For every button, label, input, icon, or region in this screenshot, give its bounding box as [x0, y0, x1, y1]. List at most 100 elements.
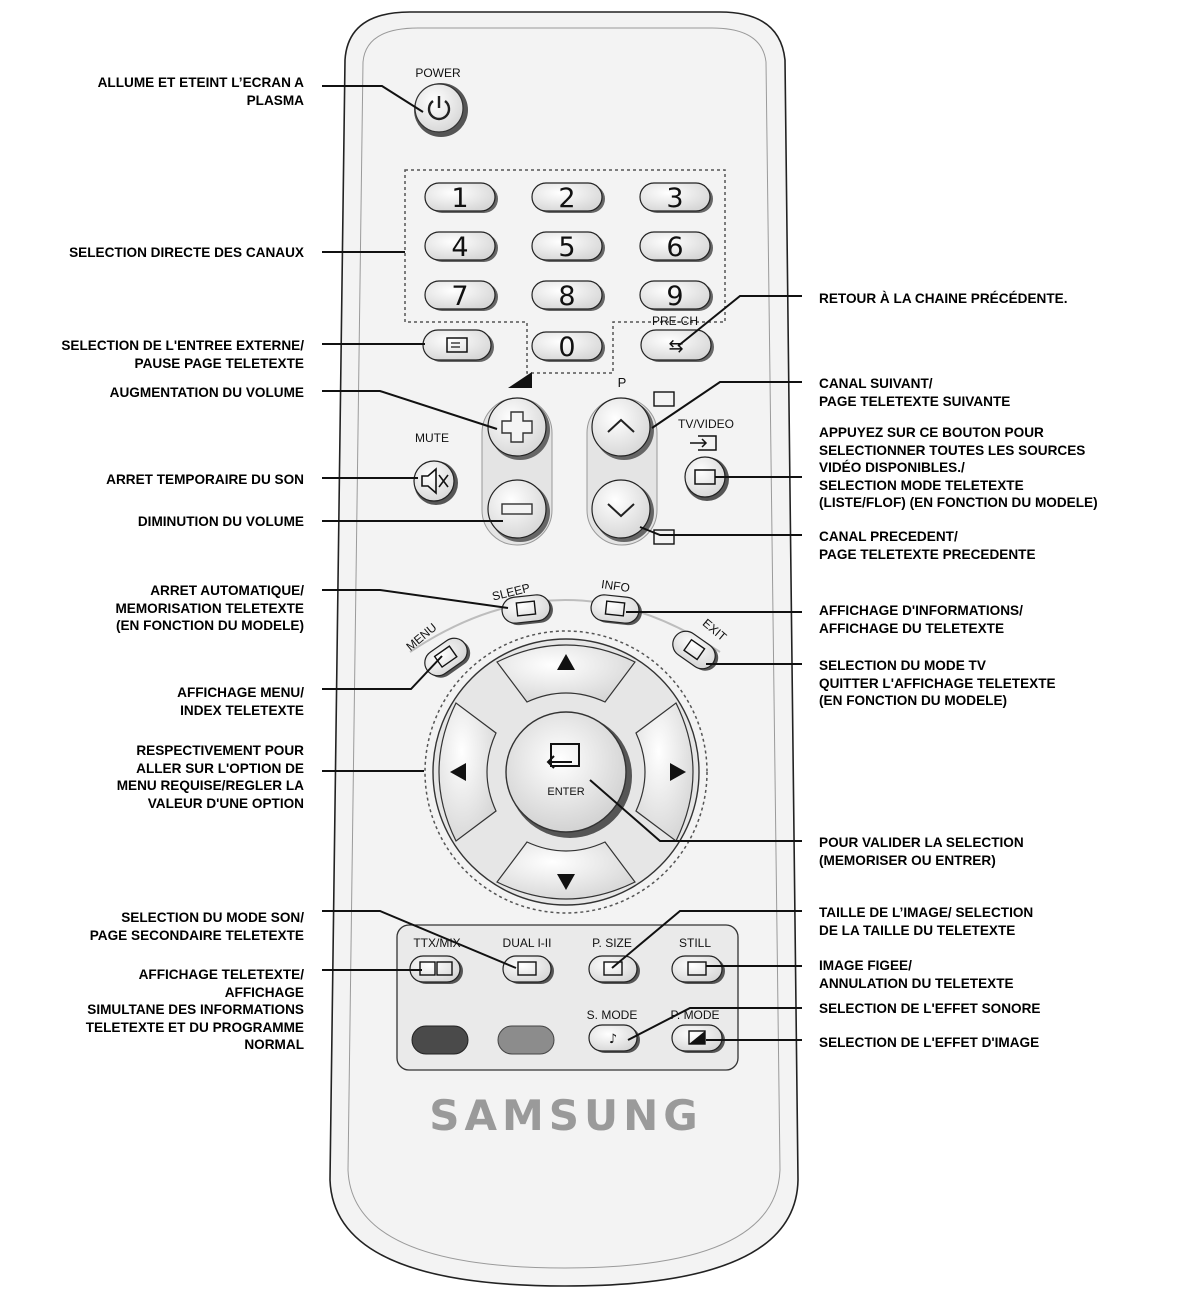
number-key-label: 5	[558, 232, 575, 263]
source-icon	[446, 337, 468, 353]
dualhi-button[interactable]	[502, 955, 554, 984]
prech-label: PRE-CH	[652, 314, 698, 328]
leader-line-3	[322, 390, 498, 430]
tvvideo-button[interactable]	[684, 456, 729, 501]
label-enter: POUR VALIDER LA SELECTION (MEMORISER OU …	[819, 835, 1024, 868]
number-key-7[interactable]: 7	[424, 280, 498, 312]
label-channel-down: CANAL PRECEDENT/ PAGE TELETEXTE PRECEDEN…	[819, 529, 1036, 562]
number-key-label: 8	[558, 281, 575, 312]
label-direct-channel: SELECTION DIRECTE DES CANAUX	[69, 245, 304, 260]
leader-line-18	[611, 910, 802, 969]
sound-effect-icon: ♪	[609, 1032, 617, 1047]
arrow-left-icon	[450, 763, 466, 781]
source-button[interactable]	[422, 329, 494, 362]
arrow-up-icon	[557, 654, 575, 670]
label-menu: AFFICHAGE MENU/ INDEX TELETEXTE	[177, 685, 304, 718]
psize-label: P. SIZE	[592, 936, 632, 950]
info-label: INFO	[600, 577, 630, 595]
number-key-label: 9	[666, 281, 683, 312]
number-keys: 1 2 3 4 5 6 7 8 9 0	[424, 182, 713, 363]
number-key-8[interactable]: 8	[531, 280, 605, 312]
subpage-icon	[517, 961, 537, 976]
sleep-button[interactable]	[501, 594, 554, 627]
mute-icon	[421, 467, 437, 495]
number-key-0[interactable]: 0	[531, 331, 605, 363]
power-label: POWER	[415, 66, 461, 80]
number-key-3[interactable]: 3	[639, 182, 713, 214]
label-external-input: SELECTION DE L'ENTREE EXTERNE/ PAUSE PAG…	[61, 338, 304, 371]
channel-up-button[interactable]	[591, 397, 654, 460]
number-key-label: 7	[451, 281, 468, 312]
plus-icon	[501, 411, 533, 443]
info-button[interactable]	[590, 594, 643, 627]
dpad-down-button[interactable]	[496, 841, 636, 900]
prech-button[interactable]: ⇆	[640, 329, 714, 362]
label-picture-effect: SELECTION DE L'EFFET D'IMAGE	[819, 1035, 1040, 1050]
smode-label: S. MODE	[587, 1008, 638, 1022]
prech-icon: ⇆	[668, 336, 683, 357]
number-key-label: 2	[558, 183, 575, 214]
minus-icon	[501, 503, 533, 515]
enter-icon	[546, 743, 580, 769]
exit-button[interactable]	[668, 626, 724, 676]
psize-button[interactable]	[588, 955, 640, 984]
number-key-9[interactable]: 9	[639, 280, 713, 312]
dpad-dotted-ring	[424, 630, 708, 914]
number-key-1[interactable]: 1	[424, 182, 498, 214]
bottom-panel	[396, 924, 739, 1071]
still-label: STILL	[679, 936, 711, 950]
number-key-label: 3	[666, 183, 683, 214]
leader-line-12	[651, 381, 802, 429]
p-label: P	[618, 375, 627, 390]
label-sound-mode: SELECTION DU MODE SON/ PAGE SECONDAIRE T…	[89, 910, 304, 943]
number-key-6[interactable]: 6	[639, 231, 713, 263]
label-mute: ARRET TEMPORAIRE DU SON	[106, 472, 304, 487]
leader-line-7	[322, 655, 443, 690]
label-volume-up: AUGMENTATION DU VOLUME	[109, 385, 304, 400]
menu-button[interactable]	[420, 633, 476, 683]
page-down-icon	[653, 529, 675, 545]
leader-line-0	[322, 85, 424, 113]
info-icon	[604, 600, 626, 617]
leader-line-20	[627, 1007, 802, 1041]
tvvideo-label: TV/VIDEO	[678, 417, 734, 431]
enter-button[interactable]: ENTER	[505, 711, 632, 838]
leader-line-14	[639, 526, 802, 536]
number-key-2[interactable]: 2	[531, 182, 605, 214]
leader-line-11	[677, 295, 802, 347]
label-channel-up: CANAL SUIVANT/ PAGE TELETEXTE SUIVANTE	[819, 376, 1011, 409]
number-key-label: 0	[558, 332, 575, 363]
volume-up-button[interactable]	[487, 397, 550, 460]
leader-line-17	[589, 779, 802, 842]
power-icon	[427, 100, 451, 121]
smode-button[interactable]: ♪	[588, 1024, 640, 1053]
still-button[interactable]	[671, 955, 725, 984]
dpad-right-button[interactable]	[635, 702, 694, 842]
ttxmix-label: TTX/MIX	[413, 936, 460, 950]
number-key-4[interactable]: 4	[424, 231, 498, 263]
label-info: AFFICHAGE D'INFORMATIONS/ AFFICHAGE DU T…	[819, 603, 1023, 636]
ttxmix-button[interactable]	[409, 955, 463, 984]
red-key[interactable]	[411, 1025, 469, 1055]
dpad-up-button[interactable]	[496, 644, 636, 703]
label-sleep: ARRET AUTOMATIQUE/ MEMORISATION TELETEXT…	[115, 583, 304, 633]
brand-logo: SAMSUNG	[429, 1091, 703, 1140]
mute-button[interactable]	[413, 460, 458, 505]
ttx-icon	[419, 961, 436, 976]
power-button[interactable]	[414, 83, 468, 137]
leader-line-6	[322, 589, 509, 609]
leader-line-9	[322, 910, 517, 969]
cancel-icon	[687, 961, 707, 976]
menu-icon	[433, 645, 458, 669]
sleep-icon	[515, 600, 537, 617]
volume-down-button[interactable]	[487, 479, 550, 542]
green-key[interactable]	[497, 1025, 555, 1055]
dpad-left-button[interactable]	[438, 702, 497, 842]
number-key-5[interactable]: 5	[531, 231, 605, 263]
label-still: IMAGE FIGEE/ ANNULATION DU TELETEXTE	[819, 958, 1014, 991]
channel-down-button[interactable]	[591, 479, 654, 542]
chevron-down-icon	[607, 503, 635, 518]
pmode-button[interactable]	[671, 1024, 725, 1053]
